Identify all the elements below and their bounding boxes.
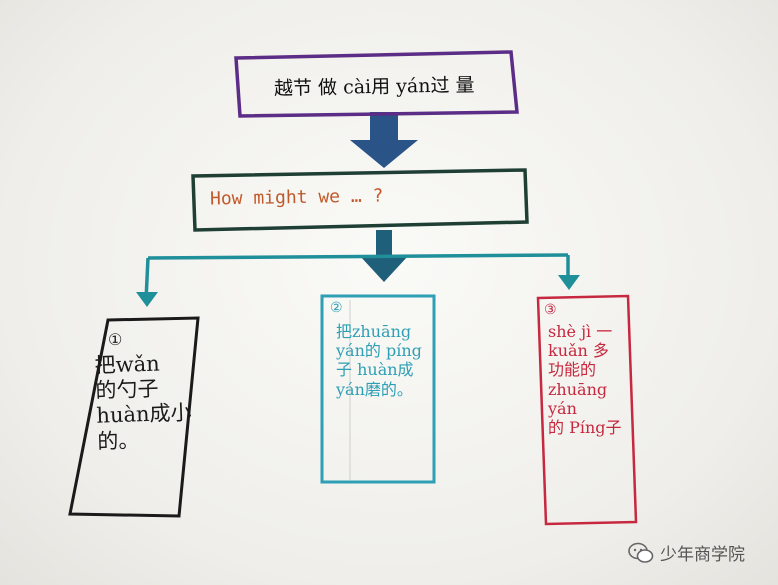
branch-1-text: 把wǎn 的勺子 huàn成小 的。 (94, 351, 192, 454)
top-box-text: 越节 做 cài用 yán过 量 (273, 74, 475, 100)
branch-box-1 (68, 316, 200, 518)
top-box (234, 50, 519, 118)
branch-left-arrowhead (136, 292, 158, 307)
branch-2-number: ② (330, 300, 343, 316)
small-arrow-down (360, 230, 408, 282)
watermark-label: 少年商学院 (660, 545, 745, 565)
branch-line (147, 253, 569, 260)
question-box (191, 168, 529, 232)
branch-box-2 (320, 294, 436, 484)
branch-3-text: shè jì 一 kuǎn 多 功能的 zhuāng yán 的 Píng子 (548, 322, 622, 437)
branch-right-arrowhead (558, 275, 580, 290)
watermark: 少年商学院 (628, 540, 745, 565)
question-text: How might we … ? (209, 185, 384, 210)
branch-box-3 (536, 294, 638, 526)
branch-3-number: ③ (544, 302, 557, 318)
big-arrow-down (350, 112, 418, 168)
branch-2-text: 把zhuāng yán的 píng 子 huàn成 yán磨的。 (336, 322, 422, 399)
branch-1-number: ① (108, 330, 123, 349)
wechat-icon (628, 542, 654, 563)
